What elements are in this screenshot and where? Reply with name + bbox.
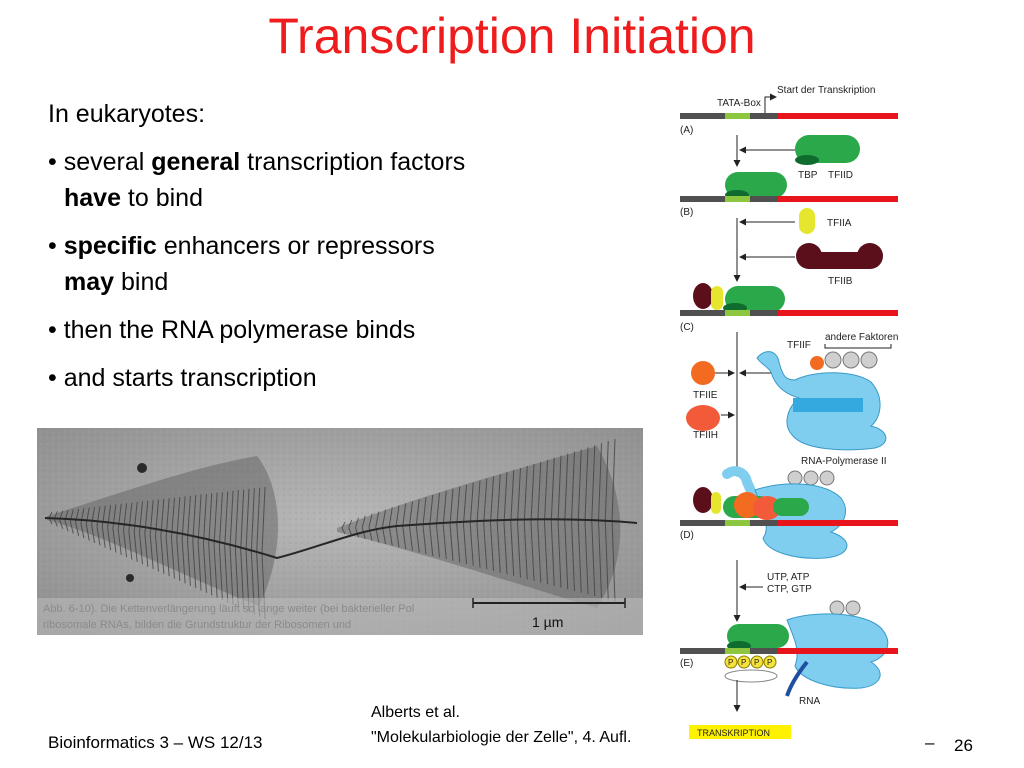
citation: Alberts et al. "Molekularbiologie der Ze…: [371, 700, 631, 750]
dna-strand-b: [680, 196, 898, 202]
phospho-p: P: [754, 658, 759, 667]
phospho-p: P: [767, 658, 772, 667]
step-a-label: (A): [680, 125, 693, 136]
citation-line-1: Alberts et al.: [371, 704, 460, 721]
tbp-label: TBP: [798, 170, 818, 181]
tata-box-label: TATA-Box: [717, 98, 761, 109]
bullet-2-bold: specific: [63, 232, 157, 260]
phospho-p: P: [728, 658, 733, 667]
dark-particle: [137, 463, 147, 473]
transcription-diagram: Start der Transkription TATA-Box (A) TBP…: [675, 80, 915, 745]
tfiia-shape: [799, 208, 815, 234]
bullet-2-pre: •: [48, 232, 64, 260]
page-number: 26: [954, 736, 973, 755]
tfiie-shape: [691, 361, 715, 385]
tfiie-label: TFIIE: [693, 390, 718, 401]
nucleotides-label-1: UTP, ATP: [767, 572, 810, 583]
transcription-unit-right: [337, 446, 621, 608]
step-b-label: (B): [680, 207, 693, 218]
other-factor-shape: [860, 351, 878, 369]
bullet-1-bold: general: [151, 148, 241, 176]
bullet-3: • then the RNA polymerase binds: [48, 316, 416, 344]
bullet-1: • several general transcription factors: [48, 144, 568, 180]
phospho-p: P: [741, 658, 746, 667]
tfiid-label: TFIID: [828, 170, 853, 181]
other-factor-shape: [824, 351, 842, 369]
photo-caption-line-1: Abb. 6-10). Die Kettenverlängerung läuft…: [43, 603, 414, 615]
tbp-shape: [795, 155, 819, 165]
transkription-badge: [689, 725, 791, 739]
dark-particle: [126, 574, 134, 582]
bullet-list: In eukaryotes: • several general transcr…: [48, 96, 568, 396]
phosphate-group: P P P P: [724, 655, 777, 669]
rna-label: RNA: [799, 696, 820, 707]
bullet-2-line2-post: bind: [114, 268, 169, 296]
bullet-2-line2: may bind: [48, 264, 568, 300]
scale-bar-label: 1 µm: [532, 614, 563, 630]
dna-strand-a: [680, 113, 898, 119]
bullet-intro: In eukaryotes:: [48, 100, 206, 128]
other-factor-shape: [842, 351, 860, 369]
photo-caption-line-2: ribosomale RNAs, bilden die Grundstruktu…: [43, 619, 351, 631]
tfiih-label: TFIIH: [693, 430, 718, 441]
nucleotides-label-2: CTP, GTP: [767, 584, 812, 595]
slide-title: Transcription Initiation: [268, 8, 756, 64]
bullet-4: • and starts transcription: [48, 364, 317, 392]
bullet-1-line2-bold: have: [64, 184, 121, 212]
tfiih-shape: [686, 405, 720, 431]
step-d-label: (D): [680, 530, 694, 541]
bullet-2-line2-bold: may: [64, 268, 115, 296]
dna-strand-d: [680, 520, 898, 526]
tfiif-label: TFIIF: [787, 340, 811, 351]
tfiib-label: TFIIB: [828, 276, 853, 287]
rna-strand: [785, 660, 809, 697]
tfiib-shape: [796, 243, 883, 269]
footer-course: Bioinformatics 3 – WS 12/13: [48, 733, 263, 752]
rna-polymerase-label: RNA-Polymerase II: [801, 456, 887, 467]
transkription-label: TRANSKRIPTION: [697, 728, 770, 738]
bullet-1-line2-post: to bind: [120, 184, 203, 212]
dna-strand-e: [680, 648, 898, 654]
step-e-label: (E): [680, 658, 693, 669]
bullet-1-post: transcription factors: [240, 148, 466, 176]
footer-dash: –: [925, 733, 935, 752]
micrograph-image: Abb. 6-10). Die Kettenverlängerung läuft…: [37, 428, 643, 635]
dna-axis: [44, 517, 638, 560]
dna-strand-c: [680, 310, 898, 316]
bullet-1-pre: • several: [48, 148, 152, 176]
bullet-1-line2: have to bind: [48, 180, 568, 216]
tfiia-label: TFIIA: [827, 218, 852, 229]
bullet-2: • specific enhancers or repressors: [48, 228, 568, 264]
start-label: Start der Transkription: [777, 85, 875, 96]
bullet-2-post: enhancers or repressors: [156, 232, 435, 260]
andere-faktoren-label: andere Faktoren: [825, 332, 898, 343]
step-c-label: (C): [680, 322, 694, 333]
citation-line-2: "Molekularbiologie der Zelle", 4. Aufl.: [371, 729, 632, 746]
rna-polymerase-shape: [756, 351, 887, 451]
tfiif-shape: [810, 356, 824, 370]
